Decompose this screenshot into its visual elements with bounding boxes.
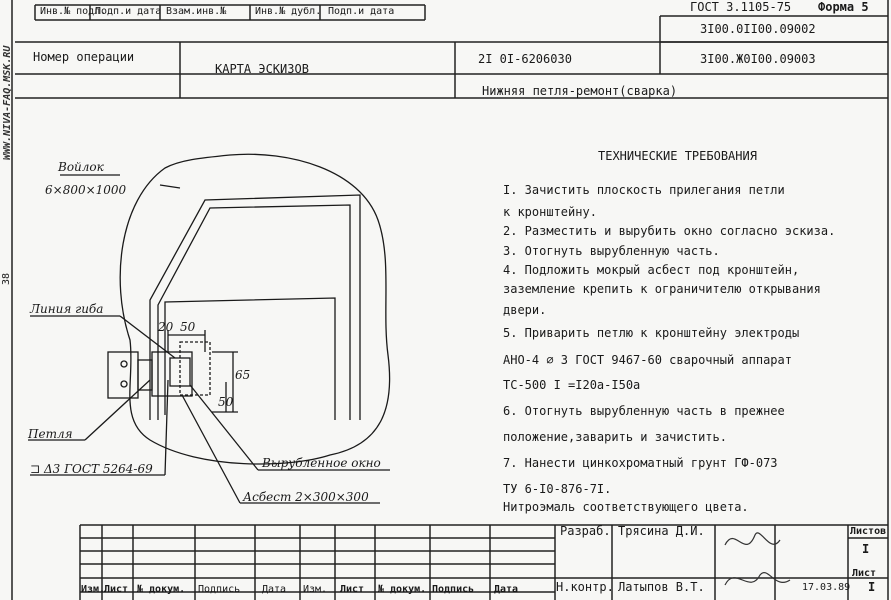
- sheet-label: Лист: [852, 568, 877, 579]
- requirement-line: ТС-500 I =I20а-I50а: [503, 378, 641, 392]
- operation-label: Номер операции: [33, 50, 135, 64]
- stamp-cell: Подп.и дата: [328, 6, 395, 17]
- requirements-title: ТЕХНИЧЕСКИЕ ТРЕБОВАНИЯ: [598, 149, 757, 163]
- developer-name: Трясина Д.И.: [618, 524, 705, 538]
- requirement-line: 4. Подложить мокрый асбест под кронштейн…: [503, 263, 800, 277]
- sheet-value: I: [868, 580, 876, 594]
- label-hinge: Петля: [28, 427, 73, 441]
- requirement-line: 6. Отогнуть вырубленную часть в прежнее: [503, 404, 785, 418]
- gost-number: ГОСТ 3.1105-75: [690, 0, 792, 14]
- column-label: № докум.: [137, 584, 186, 595]
- requirement-line: 2. Разместить и вырубить окно согласно э…: [503, 224, 836, 238]
- stamp-cell: Подп.и дата: [95, 6, 162, 17]
- sheets-label: Листов: [850, 526, 887, 537]
- requirement-line: двери.: [503, 303, 547, 317]
- column-label: Лист: [340, 584, 365, 595]
- label-vojlok: Войлок: [58, 160, 104, 174]
- norm-control-label: Н.контр.: [556, 580, 614, 594]
- requirement-line: 7. Нанести цинкохроматный грунт ГФ-073: [503, 456, 778, 470]
- doc-code-top: 3I00.0II00.09002: [700, 22, 816, 36]
- column-label: Лист: [104, 584, 129, 595]
- label-asbestos: Асбест 2×300×300: [243, 490, 369, 504]
- form-number: Форма 5: [818, 0, 869, 14]
- watermark-text: WWW.NIVA-FAQ.MSK.RU: [2, 45, 13, 160]
- column-label: № докум.: [378, 584, 427, 595]
- column-label: Изм.: [303, 584, 328, 595]
- label-cut-window: Вырубленное окно: [262, 456, 381, 470]
- requirement-line: АНО-4 ∅ 3 ГОСТ 9467-60 сварочный аппарат: [503, 353, 792, 367]
- sheets-value: I: [862, 542, 870, 556]
- page-side-number: 38: [1, 272, 12, 285]
- signatures: [724, 532, 791, 586]
- requirement-line: ТУ 6-I0-876-7I.: [503, 482, 612, 496]
- column-label: Дата: [262, 584, 287, 595]
- detail-name: Нижняя петля-ремонт(сварка): [482, 84, 678, 98]
- requirement-line: к кронштейну.: [503, 205, 597, 219]
- label-vojlok-size: 6×800×1000: [45, 183, 127, 197]
- requirement-line: положение,заварить и зачистить.: [503, 430, 727, 444]
- requirement-line: 5. Приварить петлю к кронштейну электрод…: [503, 326, 800, 340]
- label-bend-line: Линия гиба: [30, 302, 104, 316]
- column-label: Подпись: [198, 584, 241, 595]
- requirement-line: Нитроэмаль соответствующего цвета.: [503, 500, 749, 514]
- sketch-drawing: [28, 153, 391, 504]
- column-label: Дата: [494, 584, 519, 595]
- stamp-cell: Инв.№ дубл.: [255, 6, 322, 17]
- column-label: Изм.: [81, 584, 106, 595]
- column-label: Подпись: [432, 584, 475, 595]
- dim-label: 50: [218, 395, 234, 409]
- requirement-line: I. Зачистить плоскость прилегания петли: [503, 183, 785, 197]
- label-weld-symbol: ⊐ Δ3 ГОСТ 5264-69: [30, 462, 153, 476]
- norm-control-name: Латыпов В.Т.: [618, 580, 705, 594]
- dim-label: 50: [180, 320, 196, 334]
- requirement-line: заземление крепить к ограничителю открыв…: [503, 282, 821, 296]
- doc-code-main: 3I00.Ж0I00.09003: [700, 52, 816, 66]
- detail-code: 2I 0I-6206030: [478, 52, 572, 66]
- dim-label: 65: [235, 368, 251, 382]
- dim-label: 20: [158, 320, 174, 334]
- sign-date: 17.03.89: [802, 582, 851, 593]
- developed-label: Разраб.: [560, 524, 611, 538]
- doc-type: КАРТА ЭСКИЗОВ: [215, 62, 309, 76]
- requirement-line: 3. Отогнуть вырубленную часть.: [503, 244, 720, 258]
- stamp-cell: Инв.№ подл.: [40, 6, 107, 17]
- stamp-cell: Взам.инв.№: [166, 6, 227, 17]
